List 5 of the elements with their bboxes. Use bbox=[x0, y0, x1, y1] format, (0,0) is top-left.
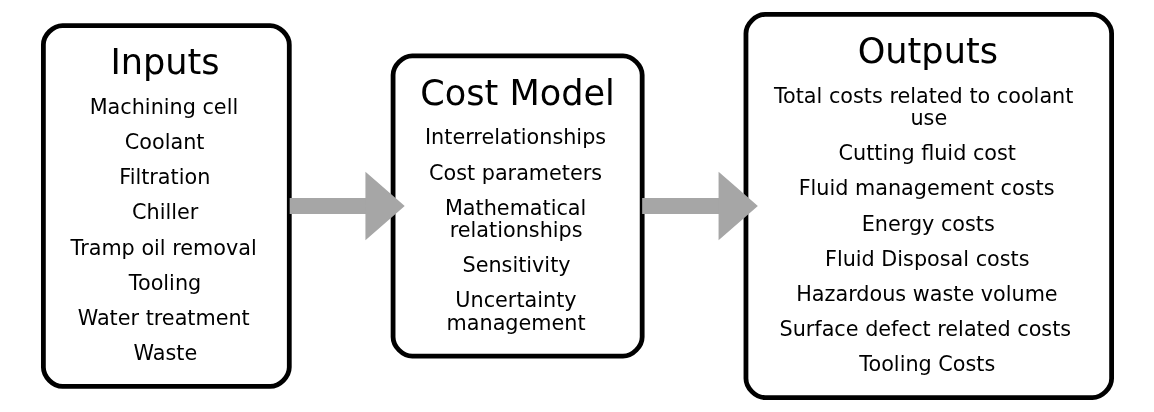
node-box: Cost Model Interrelationships Cost parameters Mathematical relationships Sensitivity Uncertainty management bbox=[390, 53, 645, 359]
arrow bbox=[289, 171, 405, 241]
node-box: Inputs Machining cell Coolant Filtration Chiller Tramp oil removal Tooling Water treatment Waste bbox=[40, 23, 292, 389]
node-box: Outputs Total costs related to coolant use Cutting fluid cost Fluid management costs Energy costs Fluid Disposal costs Hazardous waste volume Surface defect related costs Tooling Costs bbox=[743, 12, 1114, 400]
arrow bbox=[641, 171, 758, 241]
